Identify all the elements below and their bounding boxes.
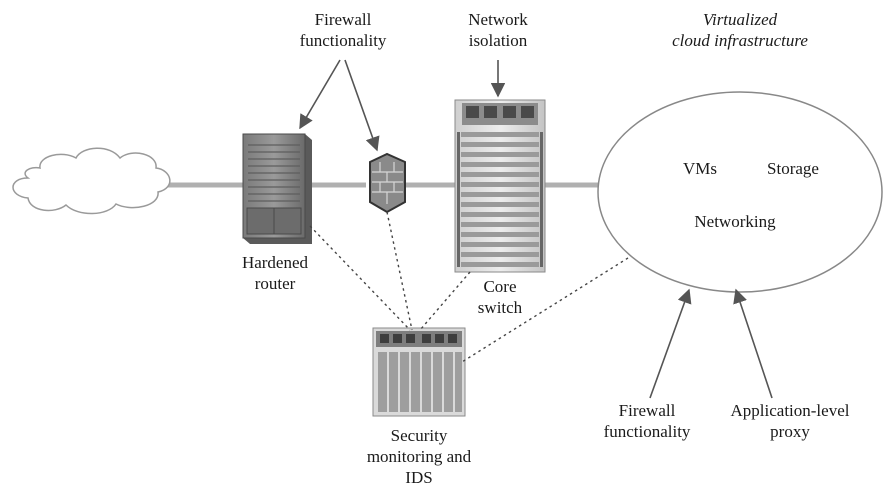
label-line: isolation	[468, 31, 528, 50]
label-line: Core	[483, 277, 517, 296]
annotation-arrows	[299, 59, 773, 399]
label-line: Firewall	[618, 401, 676, 420]
ids-server-icon	[372, 327, 466, 417]
label-line: Security	[390, 426, 448, 445]
firewall-bottom-label: Firewall functionality	[592, 400, 702, 442]
storage-label: Storage	[767, 159, 819, 178]
label-line: Application-level	[730, 401, 850, 420]
monitoring-links	[309, 211, 629, 363]
networking-label: Networking	[694, 212, 776, 231]
virtualized-cloud-ellipse	[597, 91, 883, 293]
core-switch-label: Core switch	[455, 276, 545, 318]
virtualized-label: Virtualized cloud infrastructure	[655, 9, 825, 51]
hardened-router-label: Hardened router	[220, 252, 330, 294]
router-icon	[242, 133, 312, 244]
core-switch-icon	[454, 99, 546, 273]
label-line: IDS	[405, 468, 433, 487]
app-proxy-label: Application-level proxy	[720, 400, 860, 442]
label-line: functionality	[299, 31, 387, 50]
security-monitoring-label: Security monitoring and IDS	[354, 425, 484, 488]
firewall-top-label: Firewall functionality	[288, 9, 398, 51]
firewall-icon	[369, 152, 406, 214]
label-line: monitoring and	[366, 447, 472, 466]
vms-label: VMs	[682, 159, 717, 178]
label-line: switch	[477, 298, 523, 317]
label-line: router	[254, 274, 296, 293]
network-isolation-label: Network isolation	[448, 9, 548, 51]
label-line: proxy	[770, 422, 810, 441]
label-line: Firewall	[314, 10, 372, 29]
label-line: Hardened	[241, 253, 309, 272]
internet-cloud-icon	[12, 147, 171, 215]
label-line: cloud infrastructure	[672, 31, 808, 50]
label-line: functionality	[603, 422, 691, 441]
label-line: Network	[468, 10, 528, 29]
label-line: Virtualized	[702, 10, 778, 29]
